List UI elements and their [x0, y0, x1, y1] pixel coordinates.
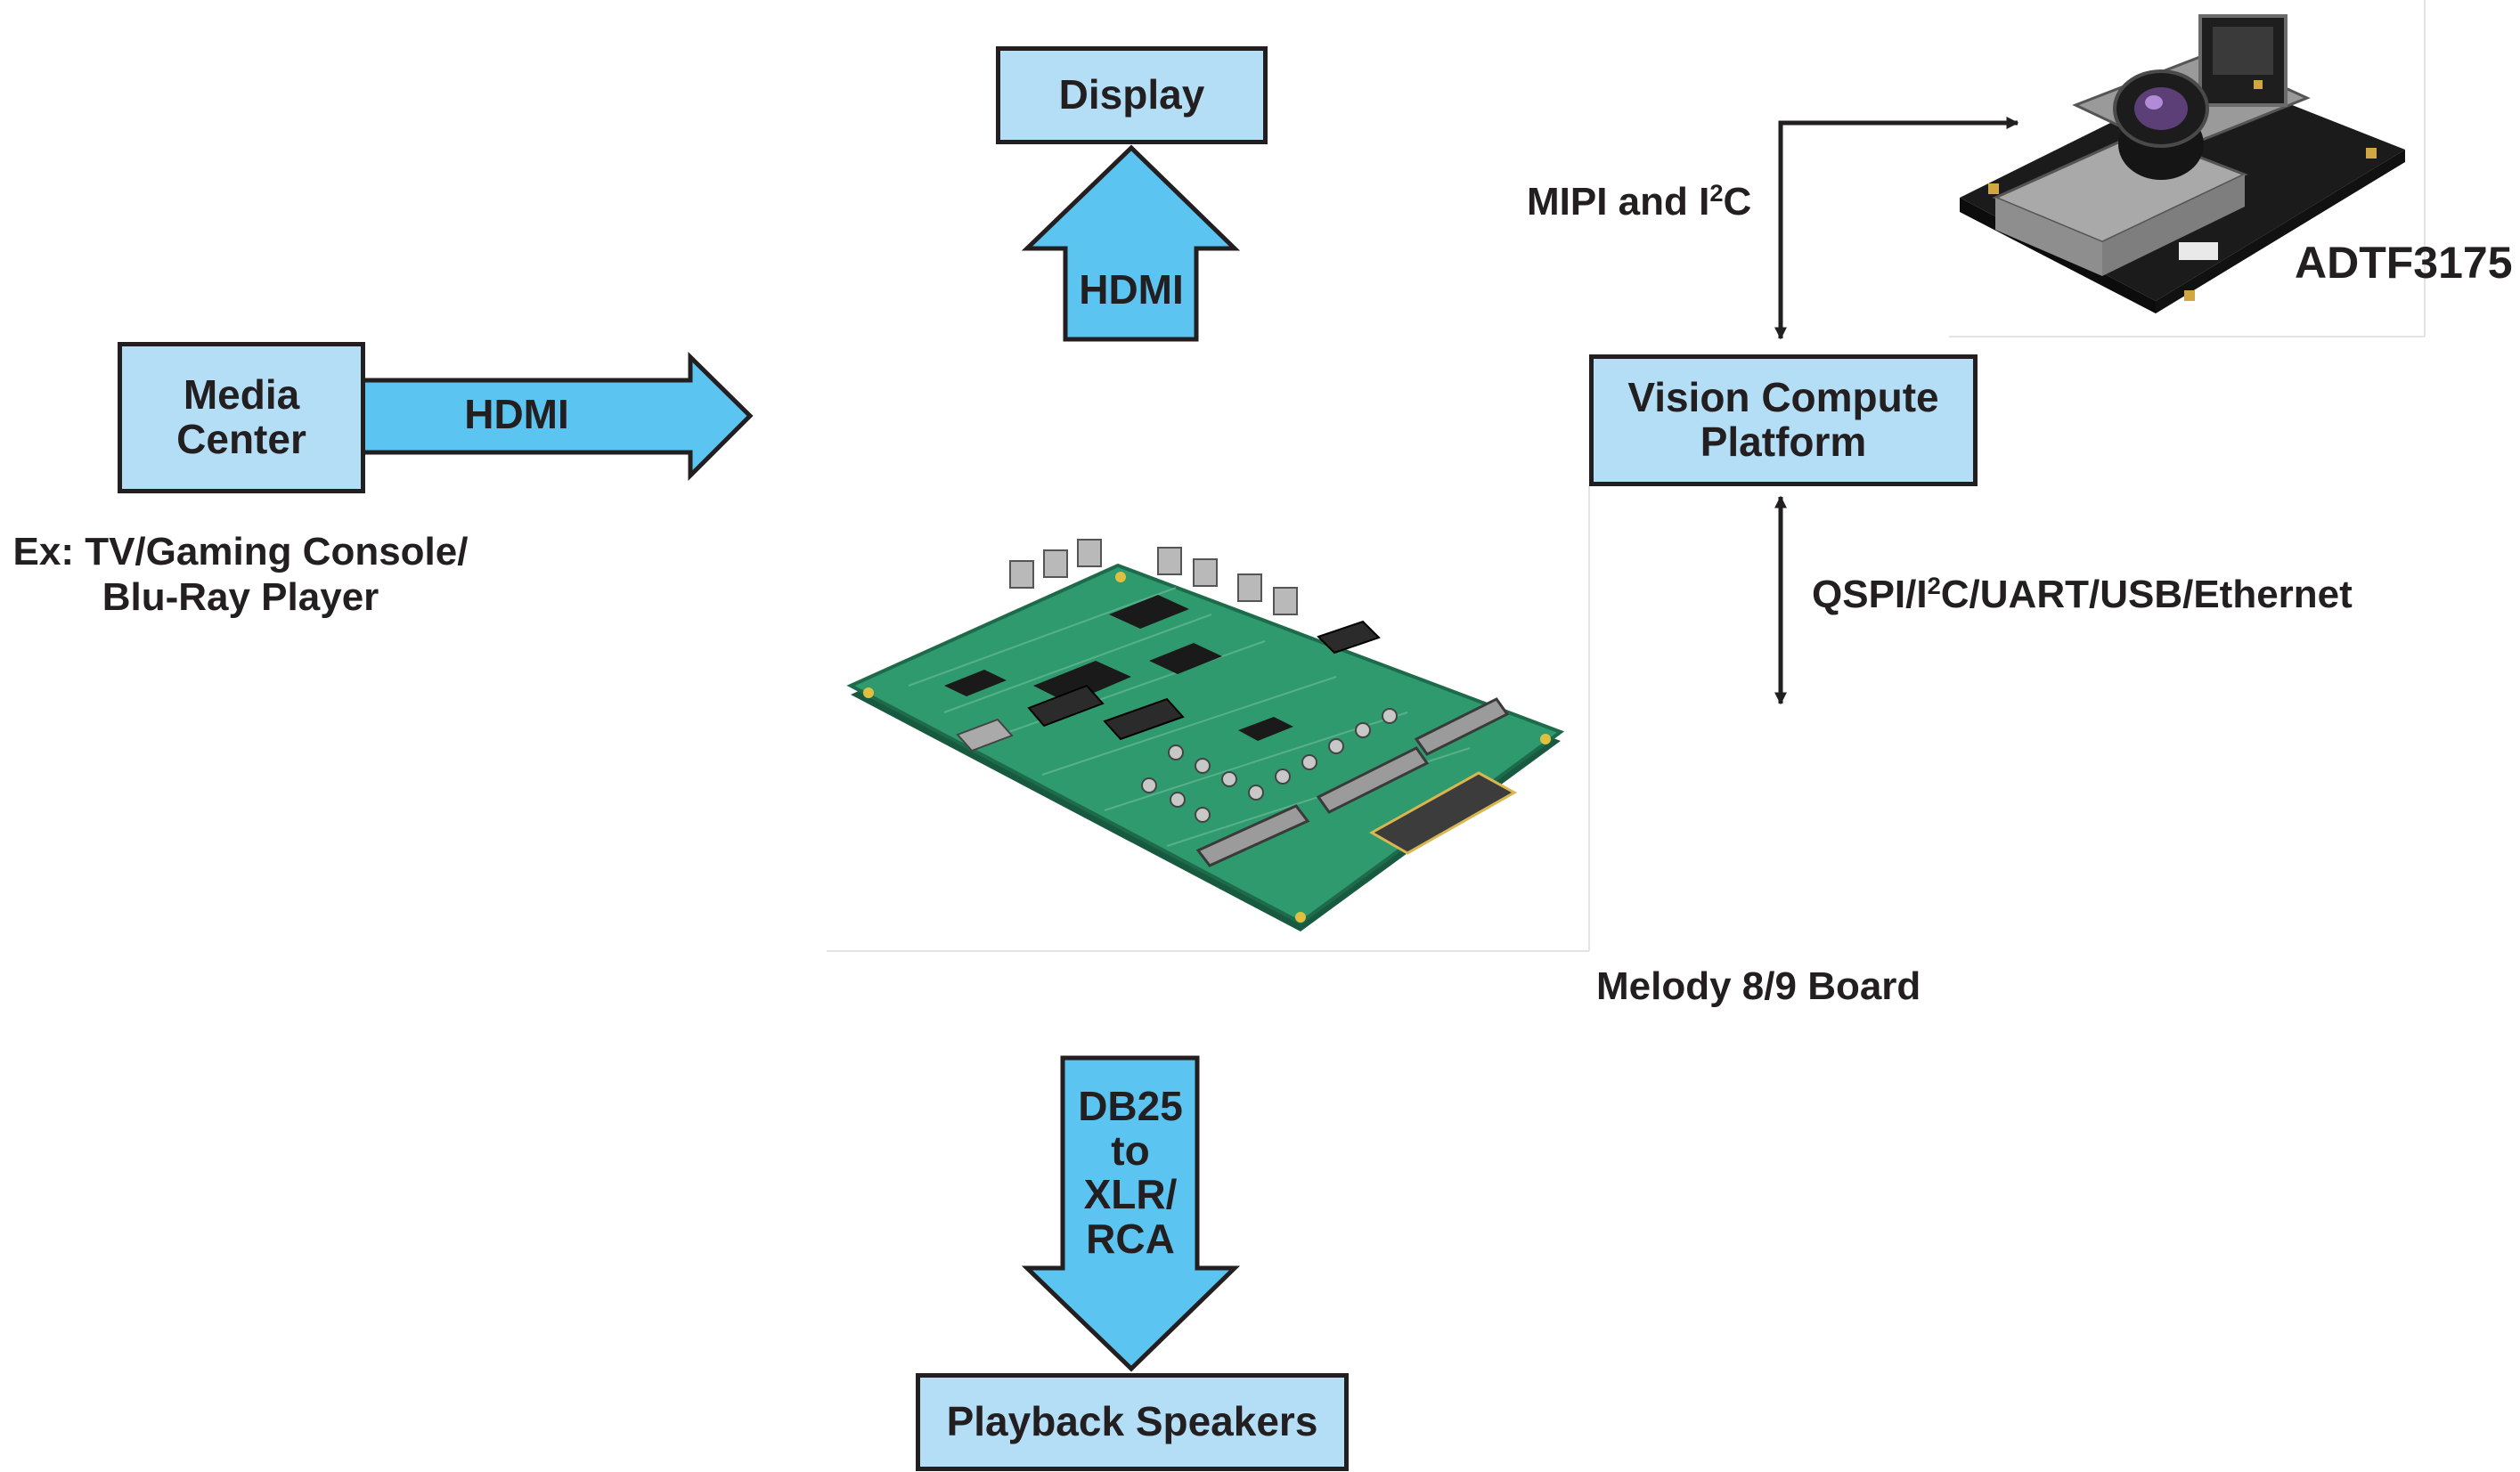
camera-module-image: [1960, 14, 2405, 313]
media-center-label-line1: Media: [183, 371, 300, 419]
db25-label-line2: to: [1111, 1126, 1150, 1174]
vision-compute-label-line2: Platform: [1700, 419, 1867, 465]
db25-label-line4: RCA: [1086, 1216, 1175, 1263]
board-name-label: Melody 8/9 Board: [1596, 964, 1921, 1008]
playback-speakers-label: Playback Speakers: [946, 1398, 1318, 1445]
playback-speakers-box: Playback Speakers: [916, 1373, 1349, 1471]
db25-label-line3: XLR/: [1083, 1171, 1178, 1218]
example-line1: Ex: TV/Gaming Console/: [12, 530, 469, 573]
hdmi-up-arrow-shape: [1021, 144, 1241, 342]
db25-down-arrow: [1021, 1055, 1241, 1372]
hdmi-right-label: HDMI: [464, 391, 569, 437]
example-line2: Blu-Ray Player: [102, 575, 379, 620]
display-box: Display: [996, 46, 1268, 144]
display-label: Display: [1058, 71, 1205, 118]
qspi-label: QSPI/I2C/UART/USB/Ethernet: [1812, 572, 2353, 616]
media-center-box: Media Center: [118, 342, 365, 493]
hdmi-right-arrow: [360, 352, 754, 482]
media-center-label-line2: Center: [176, 416, 306, 462]
db25-label: DB25 to XLR/ RCA: [1063, 1083, 1198, 1263]
board-image: [846, 539, 1565, 931]
mipi-connector: [1774, 117, 2019, 340]
vision-compute-label-line1: Vision Compute: [1627, 374, 1939, 421]
camera-name-label: ADTF3175: [2295, 238, 2513, 288]
hdmi-up-label: HDMI: [1079, 266, 1184, 313]
vision-compute-box: Vision Compute Platform: [1589, 354, 1978, 486]
media-center-example-label: Ex: TV/Gaming Console/ Blu-Ray Player: [0, 529, 481, 620]
mipi-label: MIPI and I2C: [1527, 179, 1752, 224]
db25-label-line1: DB25: [1078, 1083, 1183, 1129]
